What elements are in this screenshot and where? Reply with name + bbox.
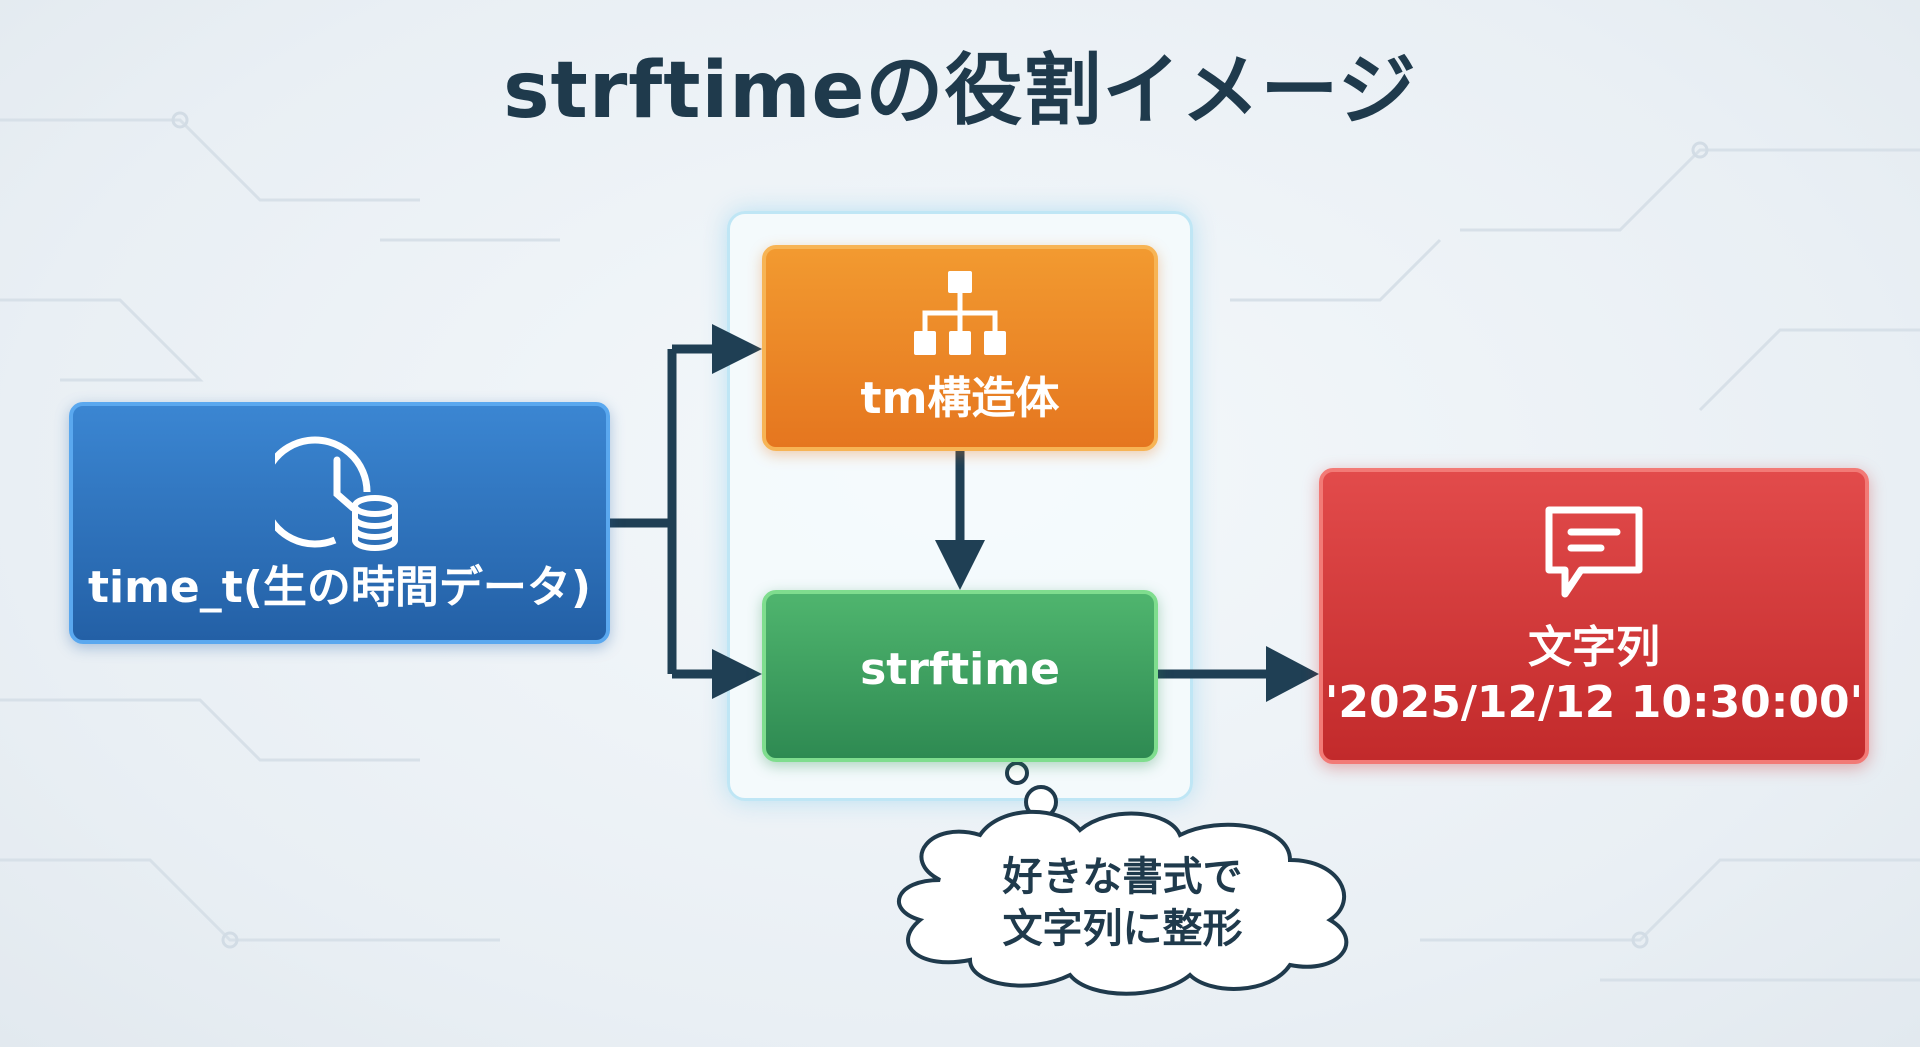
string-label: 文字列 [1528,622,1660,673]
arrowhead [1266,646,1319,702]
time_t-node: time_t(生の時間データ) [69,402,610,644]
string-value: '2025/12/12 10:30:00' [1324,677,1864,728]
note-line-1: 好きな書式で [1002,853,1243,900]
chat-bubble-icon [1545,506,1643,598]
tm-struct-node: tm構造体 [762,245,1158,451]
cloud-shape [897,809,1349,996]
note-cloud: 好きな書式で 文字列に整形 [891,818,1354,987]
clock-database-icon [274,436,398,551]
page-title: strftimeの役割イメージ [503,46,1417,136]
tm-struct-label: tm構造体 [860,372,1060,424]
strftime-label: strftime [860,643,1060,695]
arrowhead [712,649,762,699]
arrowhead [935,540,985,590]
note-line-2: 文字列に整形 [1002,905,1243,952]
hierarchy-icon [914,270,1006,355]
strftime-node: strftime [762,590,1158,762]
arrowhead [712,324,762,374]
time_t-label: time_t(生の時間データ) [87,561,592,613]
string-node: 文字列 '2025/12/12 10:30:00' [1319,468,1869,764]
thought-bubbles [995,742,1058,819]
edge-time_t-branch [610,349,677,674]
